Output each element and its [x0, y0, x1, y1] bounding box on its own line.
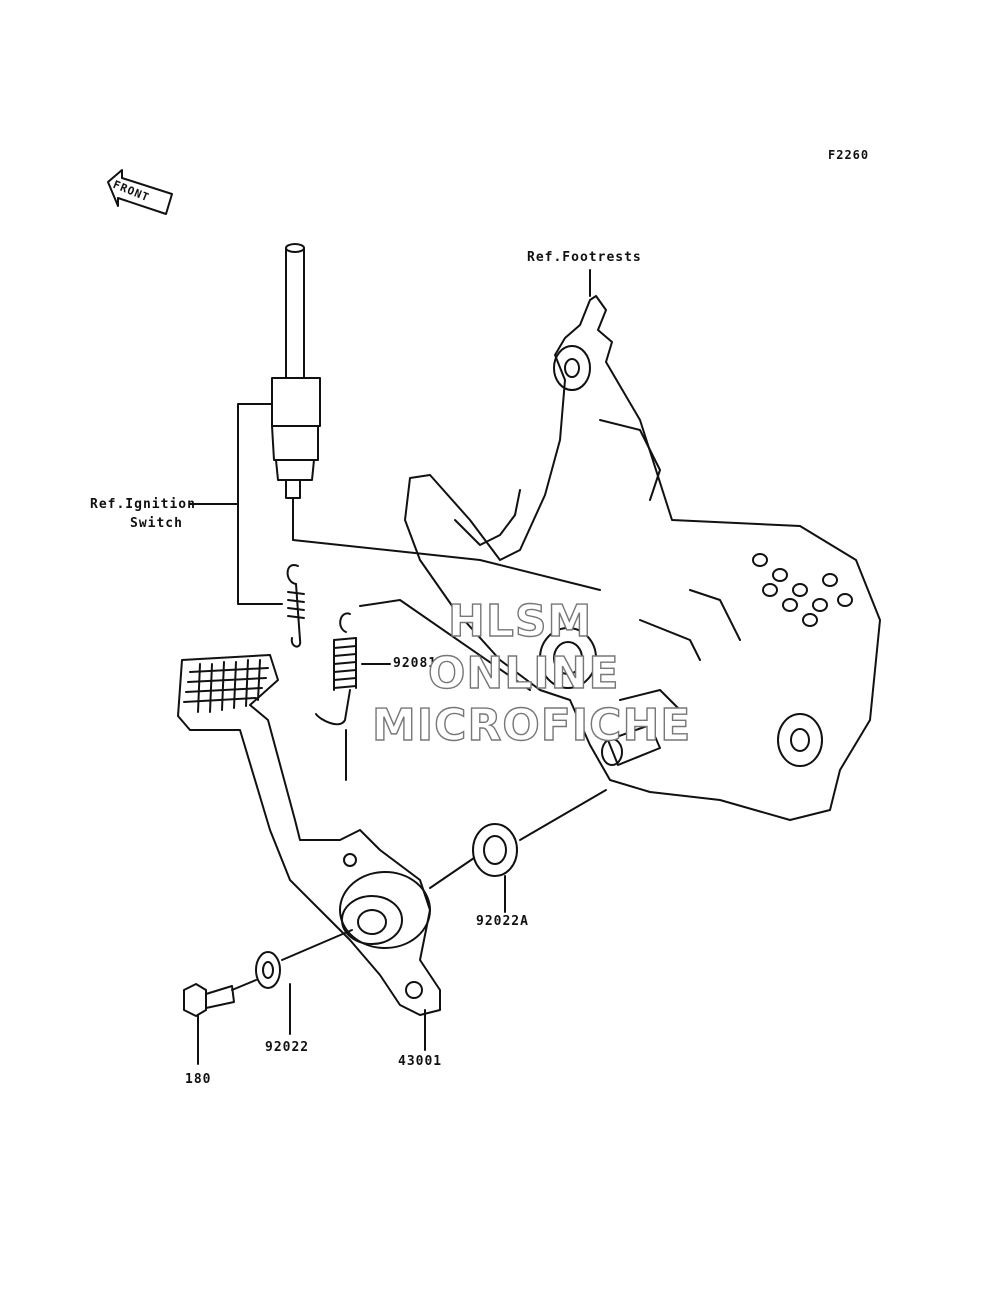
- figure-code: F2260: [828, 148, 870, 162]
- footrest-bracket: [404, 295, 881, 821]
- front-arrow-icon: [107, 169, 173, 215]
- washer-92022A: [429, 789, 607, 913]
- brake-pedal-43001: [177, 654, 441, 1016]
- ref-ignition-bracket: [237, 403, 283, 605]
- callout-43001: 43001: [398, 1054, 443, 1069]
- small-spring: [286, 563, 305, 648]
- watermark-line1: HLSM: [447, 595, 593, 647]
- callout-92022A: 92022A: [476, 914, 529, 929]
- bolt-180: [183, 983, 235, 1065]
- callout-92022: 92022: [265, 1040, 310, 1055]
- return-spring-92081: [315, 599, 531, 781]
- callout-92081: 92081: [393, 656, 438, 671]
- watermark-line2: ONLINE: [427, 647, 620, 699]
- washer-92022: [231, 929, 353, 1035]
- callout-ref-ignition-line1: Ref.Ignition: [90, 497, 196, 512]
- watermark-line3: MICROFICHE: [371, 699, 692, 751]
- callout-ref-footrests: Ref.Footrests: [527, 250, 642, 265]
- brake-light-switch: [271, 243, 601, 591]
- callout-ref-ignition-line2: Switch: [130, 516, 183, 531]
- callout-180: 180: [185, 1072, 212, 1087]
